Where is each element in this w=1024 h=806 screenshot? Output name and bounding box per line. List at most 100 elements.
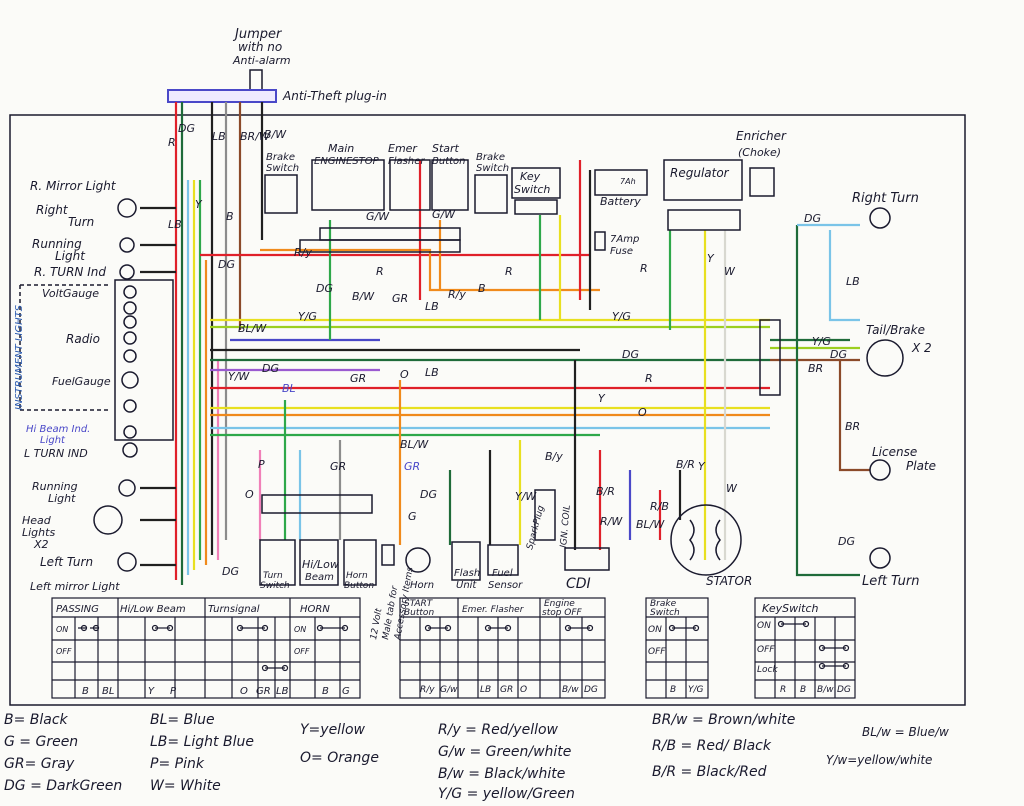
anti-theft-connector (167, 89, 277, 103)
brake-off: OFF (648, 647, 666, 657)
wire-label-gw-1: G/W (366, 210, 390, 223)
wire-label-bry-1: B/R (676, 458, 695, 471)
key-switch-label-1: Key (520, 170, 541, 183)
wire-label-gr-1: GR (392, 292, 408, 305)
wire-label-dg-1: DG (178, 122, 195, 135)
wire-label-lb-3: LB (846, 275, 860, 288)
jumper-label-3: Anti-alarm (232, 54, 291, 67)
wire-label-r-4: R (376, 265, 384, 278)
running-light-top-label-2: Light (55, 249, 86, 263)
brake-switch-right-box (474, 174, 508, 214)
wire-label-b-2: B (226, 210, 234, 223)
enricher-label-1: Enricher (736, 129, 787, 143)
brake-switch-left-box (264, 174, 298, 214)
brake-switch-left-label-1: Brake (266, 152, 295, 163)
turn-switch-label-2: Switch (260, 581, 290, 591)
wire-label-y-3: Y (698, 460, 706, 473)
license-plate-label-1: License (872, 445, 917, 459)
passing-code-b: B (82, 686, 89, 697)
key-switch-connector (514, 199, 558, 215)
tail-brake-label-1: Tail/Brake (866, 323, 925, 337)
hi-low-beam-box (299, 539, 339, 586)
running-light-bulb-bottom (118, 479, 136, 497)
horn-on: ON (294, 625, 306, 634)
start-button-label-1: Start (432, 142, 460, 155)
passing-on: ON (56, 625, 68, 634)
wire-lb-right-vert (828, 230, 860, 322)
right-turn-r-label: Right Turn (852, 191, 919, 206)
wire-darkgreen-right-vert (795, 225, 860, 577)
start-button-box (431, 159, 469, 211)
battery-box (594, 169, 648, 196)
horn-body (405, 547, 431, 573)
brake-table-header-1: Brake (650, 599, 677, 609)
main-engine-stop-label-1: Main (328, 142, 354, 155)
volt-gauge-label: VoltGauge (42, 287, 99, 300)
left-components (19, 198, 174, 572)
engine-header-2: stop OFF (542, 608, 583, 618)
fuse-label-2: Fuse (610, 246, 633, 257)
horn-button-label-2: Button (344, 581, 374, 591)
running-light-bottom-label-1: Running (32, 480, 78, 493)
enricher-label-2: (Choke) (738, 146, 781, 159)
legend-yg: Y/G = yellow/Green (438, 786, 575, 802)
jumper-label-1: Jumper (232, 27, 283, 42)
wire-label-p-1: P (258, 458, 265, 471)
wire-label-ylw-1: Y/W (515, 490, 537, 503)
wire-label-dg-9: DG (420, 488, 437, 501)
wire-label-bw-2: B/W (352, 290, 375, 303)
key-table-header: KeySwitch (762, 602, 818, 615)
left-mirror-light-label: Left mirror Light (30, 580, 120, 593)
top-components (264, 159, 781, 396)
legend-b: B= Black (4, 712, 69, 728)
brake-code-b: B (670, 685, 676, 695)
wire-label-y-1: Y (598, 392, 606, 405)
passing-off: OFF (56, 647, 72, 656)
key-lock: Lock (757, 665, 778, 675)
passing-header: PASSING (56, 604, 99, 615)
legend-gw: G/w = Green/white (438, 744, 571, 760)
running-light-top-label-1: Running (32, 237, 82, 251)
wire-label-dg-2: DG (316, 282, 333, 295)
turn-switch-label-1: Turn (263, 571, 283, 581)
wire-label-gr-3: GR (330, 460, 346, 473)
legend-br: B/R = Black/Red (652, 764, 767, 780)
enricher-box (749, 167, 775, 197)
start-button-label-2: Button (432, 156, 466, 167)
flash-unit-box (451, 541, 481, 581)
wire-label-dg-6: DG (838, 535, 855, 548)
wire-orange-bus (260, 248, 600, 292)
start-header-2: Button (404, 608, 434, 618)
diagram-border (9, 114, 966, 706)
l-turn-ind-label: L TURN IND (24, 447, 88, 460)
switch-table-mid (399, 597, 606, 699)
turn-code-gr: GR (256, 686, 271, 697)
engine-code-bw: B/w (562, 685, 579, 695)
stator-label: STATOR (706, 574, 752, 588)
stator-body (670, 504, 742, 576)
ign-coil-box (534, 489, 556, 541)
l-turn-ind-bulb (122, 442, 138, 458)
wire-label-bl-1: BL (282, 382, 296, 395)
left-turn-label: Left Turn (40, 555, 93, 569)
brake-code-yg: Y/G (688, 685, 704, 695)
flash-unit-label-1: Flash (454, 568, 480, 579)
legend-bw: B/w = Black/white (438, 766, 565, 782)
color-legend: B= Black G = Green GR= Gray DG = DarkGre… (4, 712, 949, 802)
tail-brake-bulb (866, 339, 904, 377)
bottom-connector (261, 494, 373, 514)
switch-table-brake-text: Brake Switch ON OFF B Y/G (648, 599, 704, 695)
cdi-box (564, 547, 610, 571)
license-plate-label-2: Plate (906, 459, 936, 473)
left-labels: R. Mirror Light Right Turn Running Light… (14, 179, 120, 593)
hilow-beam-header: Hi/Low Beam (120, 604, 186, 615)
regulator-label: Regulator (670, 166, 730, 180)
instrument-bracket (19, 284, 110, 411)
bottom-components (259, 489, 742, 586)
fuel-sensor-box (487, 544, 519, 576)
fuse-label-1: 7Amp (610, 234, 639, 245)
key-off: OFF (757, 645, 775, 655)
wire-label-rw-1: R/W (600, 515, 623, 528)
start-header-1: START (404, 599, 434, 609)
